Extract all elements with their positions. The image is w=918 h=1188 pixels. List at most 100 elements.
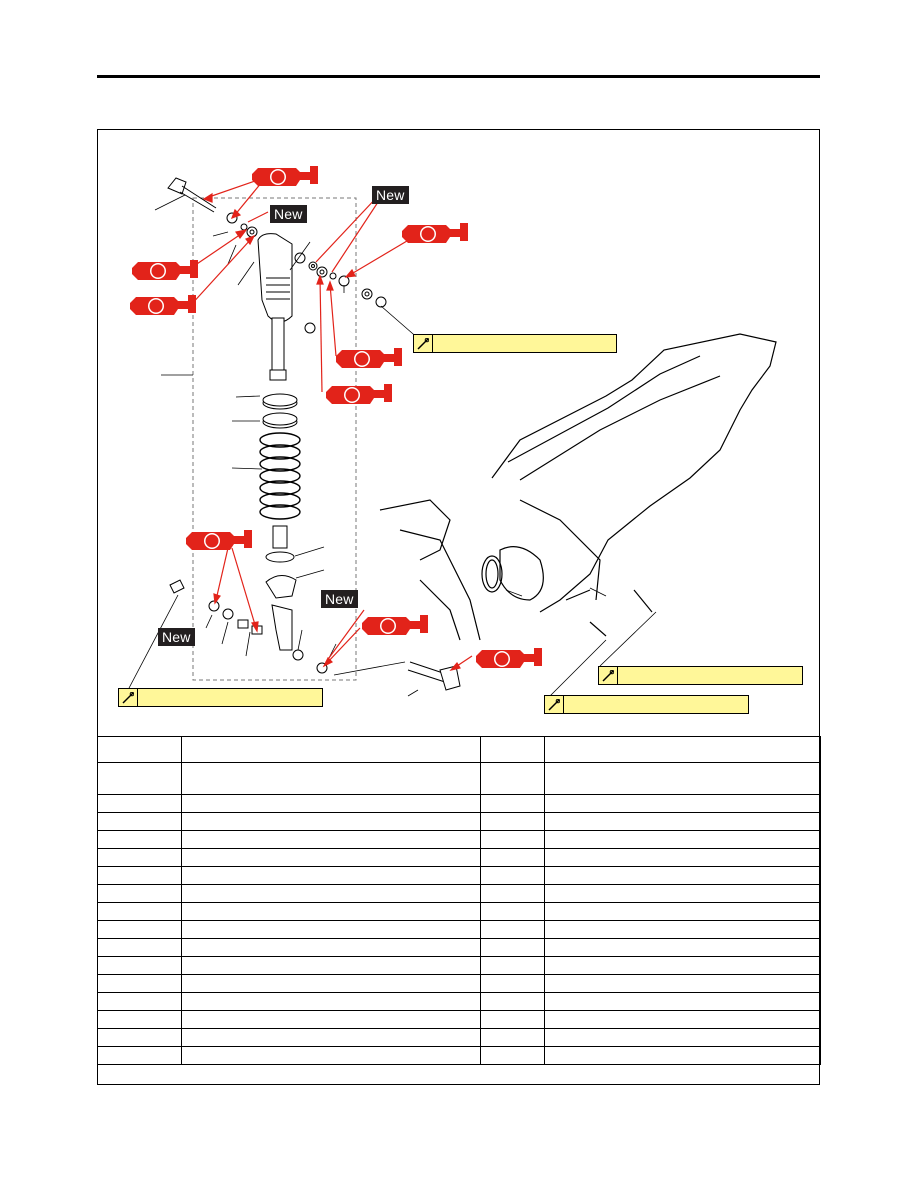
exploded-diagram bbox=[127, 166, 777, 697]
table-row bbox=[97, 992, 821, 1011]
table-cell bbox=[97, 884, 182, 903]
table-cell bbox=[544, 902, 821, 921]
table-row bbox=[97, 1028, 821, 1047]
shock-absorber bbox=[257, 233, 316, 381]
table-cell bbox=[97, 956, 182, 975]
table-cell bbox=[181, 1010, 481, 1029]
table-cell bbox=[181, 830, 481, 849]
table-cell bbox=[97, 794, 182, 813]
torque-spec-box bbox=[598, 666, 803, 685]
table-cell bbox=[97, 866, 182, 885]
table-row bbox=[97, 1010, 821, 1029]
header-rule bbox=[97, 75, 820, 78]
new-tag: New bbox=[158, 628, 195, 646]
table-cell bbox=[97, 1046, 182, 1065]
table-cell bbox=[97, 992, 182, 1011]
rear-frame-sketch bbox=[379, 333, 777, 641]
torque-wrench-icon bbox=[545, 696, 564, 713]
table-cell bbox=[181, 848, 481, 867]
table-cell bbox=[544, 762, 821, 795]
table-cell bbox=[97, 974, 182, 993]
table-cell bbox=[480, 974, 545, 993]
torque-spec-box bbox=[544, 695, 749, 714]
table-cell bbox=[97, 830, 182, 849]
table-row bbox=[97, 884, 821, 903]
table-row bbox=[97, 974, 821, 993]
table-cell bbox=[480, 736, 545, 763]
table-row bbox=[97, 762, 821, 795]
table-cell bbox=[97, 848, 182, 867]
table-cell bbox=[97, 920, 182, 939]
figure-frame bbox=[97, 129, 820, 1085]
table-cell bbox=[97, 1010, 182, 1029]
table-row bbox=[97, 794, 821, 813]
table-cell bbox=[544, 992, 821, 1011]
table-row bbox=[97, 866, 821, 885]
table-cell bbox=[480, 884, 545, 903]
upper-bolt bbox=[167, 177, 217, 213]
table-row bbox=[97, 848, 821, 867]
table-cell bbox=[544, 794, 821, 813]
new-tag: New bbox=[270, 205, 307, 223]
table-cell bbox=[181, 794, 481, 813]
table-cell bbox=[181, 938, 481, 957]
table-row bbox=[97, 812, 821, 831]
table-cell bbox=[181, 762, 481, 795]
spring-adjusters bbox=[262, 393, 298, 429]
table-cell bbox=[181, 992, 481, 1011]
table-row bbox=[97, 956, 821, 975]
table-cell bbox=[544, 920, 821, 939]
table-row bbox=[97, 736, 821, 763]
table-row bbox=[97, 920, 821, 939]
table-cell bbox=[544, 1046, 821, 1065]
table-cell bbox=[544, 866, 821, 885]
table-cell bbox=[480, 762, 545, 795]
table-cell bbox=[480, 920, 545, 939]
table-cell bbox=[97, 1028, 182, 1047]
table-cell bbox=[480, 866, 545, 885]
table-cell bbox=[480, 794, 545, 813]
torque-wrench-icon bbox=[119, 689, 138, 706]
table-cell bbox=[181, 1046, 481, 1065]
table-cell bbox=[480, 812, 545, 831]
table-cell bbox=[480, 848, 545, 867]
table-cell bbox=[181, 920, 481, 939]
table-cell bbox=[181, 902, 481, 921]
new-tag: New bbox=[321, 590, 358, 608]
table-cell bbox=[181, 866, 481, 885]
torque-wrench-icon bbox=[599, 667, 618, 684]
table-cell bbox=[181, 1028, 481, 1047]
table-cell bbox=[480, 1028, 545, 1047]
table-cell bbox=[544, 884, 821, 903]
table-cell bbox=[544, 956, 821, 975]
torque-spec-box bbox=[413, 334, 617, 353]
table-cell bbox=[97, 736, 182, 763]
table-cell bbox=[97, 938, 182, 957]
table-cell bbox=[97, 812, 182, 831]
table-cell bbox=[181, 974, 481, 993]
table-cell bbox=[544, 848, 821, 867]
table-row bbox=[97, 1046, 821, 1065]
table-cell bbox=[480, 1010, 545, 1029]
table-cell bbox=[181, 736, 481, 763]
torque-wrench-icon bbox=[414, 335, 433, 352]
table-row bbox=[97, 902, 821, 921]
table-cell bbox=[480, 902, 545, 921]
table-cell bbox=[544, 938, 821, 957]
table-cell bbox=[480, 1046, 545, 1065]
table-cell bbox=[480, 992, 545, 1011]
table-cell bbox=[544, 974, 821, 993]
table-cell bbox=[97, 762, 182, 795]
table-row bbox=[97, 938, 821, 957]
new-tag: New bbox=[372, 186, 409, 204]
table-cell bbox=[544, 830, 821, 849]
table-cell bbox=[181, 812, 481, 831]
table-cell bbox=[97, 902, 182, 921]
table-cell bbox=[480, 938, 545, 957]
table-row bbox=[97, 830, 821, 849]
parts-table bbox=[97, 736, 821, 1065]
table-cell bbox=[544, 812, 821, 831]
torque-spec-box bbox=[118, 688, 323, 707]
coil-spring bbox=[259, 432, 301, 520]
table-cell bbox=[544, 1028, 821, 1047]
